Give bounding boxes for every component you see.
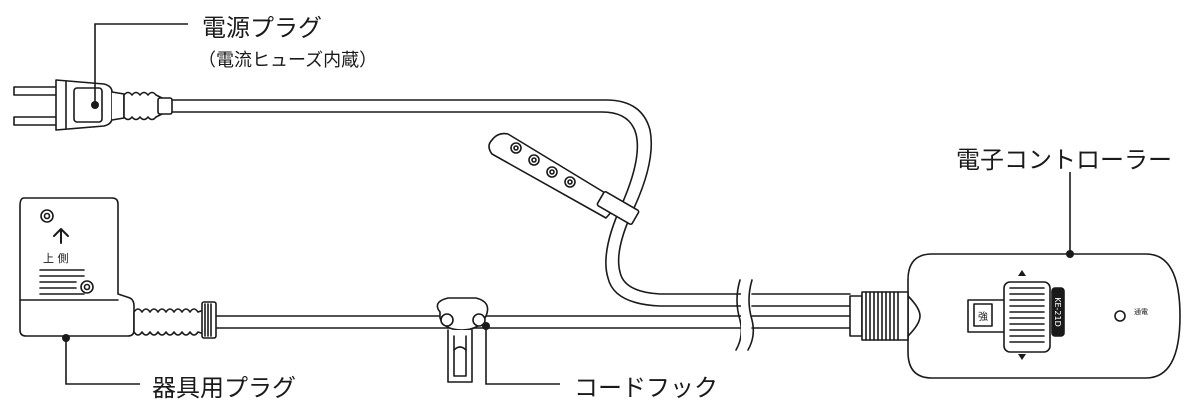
label-power-plug: 電源プラグ (202, 14, 322, 42)
controller-power-mark: 通電 (1134, 307, 1148, 316)
leader-cord-hook (485, 326, 560, 385)
leader-dot-controller (1066, 250, 1074, 258)
down-arrow-icon (1018, 354, 1026, 360)
power-plug (13, 79, 173, 131)
appliance-plug (19, 197, 217, 339)
plug-prong-top (13, 86, 61, 96)
power-cord (171, 99, 743, 307)
leader-dot-power-plug (91, 101, 99, 109)
cord-break-marks (735, 279, 755, 351)
up-arrow-icon (1018, 270, 1026, 276)
leader-dot-cord-hook (482, 322, 490, 330)
label-controller: 電子コントローラー (956, 146, 1172, 174)
controller-strong-mark: 強 (978, 310, 988, 323)
cord-after-break (751, 293, 851, 329)
electronic-controller (849, 253, 1181, 379)
plug-prong-bottom (13, 116, 61, 126)
cord-clip (488, 132, 640, 225)
label-power-plug-note: （電流ヒューズ内蔵） (198, 50, 378, 71)
label-appliance-plug: 器具用プラグ (152, 374, 296, 402)
leader-power-plug (94, 23, 188, 105)
leader-dot-appliance-plug (62, 334, 70, 342)
upper-side-mark: 上 側 (43, 252, 69, 265)
controller-model-tag: KE-21D (1053, 297, 1062, 327)
leader-appliance-plug (65, 340, 140, 385)
label-cord-hook: コードフック (574, 374, 718, 402)
cord-hook (436, 297, 489, 383)
